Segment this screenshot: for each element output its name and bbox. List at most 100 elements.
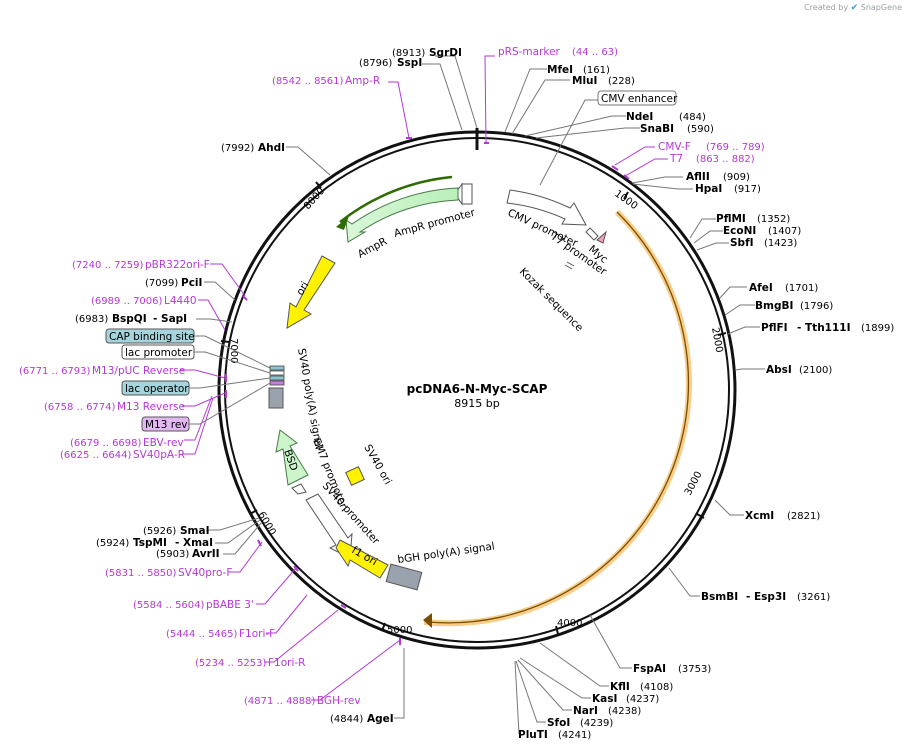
fspai-pos: (3753) bbox=[678, 664, 711, 675]
ebv-primer-name: EBV-rev bbox=[143, 437, 184, 449]
sv40-polya-box bbox=[268, 387, 284, 409]
ampr-primer-name: Amp-R bbox=[345, 75, 380, 87]
sgrdi-pos: (8913) bbox=[392, 48, 425, 59]
kasi-name: KasI bbox=[592, 693, 617, 705]
scap-insert-line bbox=[427, 211, 690, 624]
tick-label-3000: 3000 bbox=[683, 470, 705, 498]
plasmid-name: pcDNA6-N-Myc-SCAP bbox=[407, 382, 548, 396]
sv40-ori-box bbox=[345, 466, 365, 486]
pflfi-pos: (1899) bbox=[861, 323, 894, 334]
smai-name: SmaI bbox=[180, 525, 210, 537]
ampr-primer-range: (8542 .. 8561) bbox=[272, 76, 344, 87]
myc-tag-mark bbox=[596, 230, 607, 244]
l4440-primer-range: (6989 .. 7006) bbox=[91, 296, 163, 307]
pluti-pos: (4241) bbox=[558, 730, 591, 741]
pflmi-name: PflMI bbox=[716, 213, 746, 225]
cmvf-primer-name: CMV-F bbox=[658, 141, 691, 153]
ebv-primer-range: (6679 .. 6698) bbox=[70, 438, 142, 449]
tick-label-2000: 2000 bbox=[709, 327, 724, 354]
nari-pos: (4238) bbox=[608, 706, 641, 717]
primer-marks bbox=[225, 137, 630, 645]
bgh-primer-range: (4871 .. 4888) bbox=[244, 696, 316, 707]
bsd-label: BSD bbox=[281, 448, 300, 473]
snapgene-logo-icon: ✔ bbox=[850, 3, 859, 13]
bgh-polya-box bbox=[385, 563, 423, 591]
bspqi-pos: (6983) bbox=[75, 314, 108, 325]
ndei-pos: (484) bbox=[679, 112, 706, 123]
t7-primer-range: (863 .. 882) bbox=[696, 154, 755, 165]
xcmi-name: XcmI bbox=[745, 510, 774, 522]
ahdi-pos: (7992) bbox=[221, 143, 254, 154]
sfoi-pos: (4239) bbox=[580, 718, 613, 729]
pflmi-pos: (1352) bbox=[757, 214, 790, 225]
pluti-name: PluTI bbox=[518, 729, 548, 741]
afei-name: AfeI bbox=[749, 282, 773, 294]
kasi-pos: (4237) bbox=[626, 694, 659, 705]
scap-arrowhead bbox=[423, 613, 432, 628]
cmv-enhancer-box bbox=[597, 90, 677, 106]
lac-operator-label: lac operator bbox=[125, 383, 189, 395]
pcii-pos: (7099) bbox=[145, 278, 178, 289]
aflii-name: AflII bbox=[686, 171, 710, 183]
sapi-name: - SapI bbox=[153, 313, 187, 325]
f1f-primer-range: (5444 .. 5465) bbox=[166, 629, 238, 640]
bsd-arrow bbox=[275, 429, 309, 486]
ori-label: ori bbox=[294, 280, 311, 298]
avrii-name: AvrII bbox=[192, 548, 220, 560]
kozak-label: Kozak sequence bbox=[517, 266, 585, 334]
t7-primer-name: T7 bbox=[669, 153, 683, 165]
snabi-pos: (590) bbox=[687, 124, 714, 135]
ampr-promoter-arrow bbox=[461, 183, 473, 205]
sv40pa-primer-name: SV40pA-R bbox=[133, 449, 185, 461]
sv40pa-primer-range: (6625 .. 6644) bbox=[60, 450, 132, 461]
credit-prefix: Created by bbox=[804, 3, 849, 12]
credit-brand: SnapGene bbox=[860, 3, 902, 12]
m13-rev-label: M13 rev bbox=[145, 419, 188, 431]
sv40pro-primer-range: (5831 .. 5850) bbox=[105, 568, 177, 579]
agei-pos: (4844) bbox=[330, 714, 363, 725]
lac-features-stack bbox=[269, 365, 285, 386]
cmv-promoter-arrow bbox=[506, 189, 587, 226]
sbfi-name: SbfI bbox=[730, 237, 754, 249]
sfoi-name: SfoI bbox=[547, 717, 570, 729]
em7-promoter-mark bbox=[291, 483, 307, 495]
prs-primer-range: (44 .. 63) bbox=[572, 47, 618, 58]
enzyme-leader-lines bbox=[196, 55, 765, 735]
bgh-polya-label: bGH poly(A) signal bbox=[397, 540, 496, 566]
sgrdi-name: SgrDI bbox=[429, 47, 462, 59]
bmgbi-pos: (1796) bbox=[800, 301, 833, 312]
f1f-primer-name: F1ori-F bbox=[239, 628, 275, 640]
pbabe-primer-name: pBABE 3' bbox=[206, 599, 254, 611]
absi-name: AbsI bbox=[766, 364, 792, 376]
f1-ori-arrow bbox=[335, 539, 389, 579]
cap-binding-site-label: CAP binding site bbox=[109, 331, 195, 343]
ampr-dark-head bbox=[336, 216, 349, 230]
sspi-name: SspI bbox=[397, 57, 422, 69]
cmv-enhancer-label: CMV enhancer bbox=[601, 93, 678, 105]
t7-promoter-mark bbox=[585, 227, 599, 241]
plasmid-length: 8915 bp bbox=[454, 397, 499, 410]
pbabe-primer-range: (5584 .. 5604) bbox=[133, 600, 205, 611]
mfei-name: MfeI bbox=[547, 64, 573, 76]
kozak-mark bbox=[564, 261, 575, 270]
afei-pos: (1701) bbox=[785, 283, 818, 294]
smai-pos: (5926) bbox=[143, 526, 176, 537]
xmai-name: - XmaI bbox=[175, 537, 213, 549]
ampr-dark-line bbox=[339, 175, 453, 223]
esp3i-name: - Esp3I bbox=[746, 591, 786, 603]
bmgbi-name: BmgBI bbox=[755, 300, 793, 312]
mlui-name: MluI bbox=[572, 75, 597, 87]
ampr-label: AmpR bbox=[356, 235, 389, 260]
econi-pos: (1407) bbox=[768, 226, 801, 237]
tick-marks bbox=[220, 181, 727, 635]
tick-label-4000: 4000 bbox=[557, 618, 582, 629]
pcii-name: PciI bbox=[181, 277, 202, 289]
scap-insert-arc bbox=[423, 209, 692, 627]
l4440-primer-name: L4440 bbox=[164, 295, 197, 307]
tick-label-5000: 5000 bbox=[387, 625, 412, 636]
avrii-pos: (5903) bbox=[156, 549, 189, 560]
hpai-pos: (917) bbox=[734, 184, 761, 195]
pflfi-name: PflFI bbox=[761, 322, 788, 334]
kfli-pos: (4108) bbox=[640, 682, 673, 693]
pbr-primer-range: (7240 .. 7259) bbox=[72, 260, 144, 271]
